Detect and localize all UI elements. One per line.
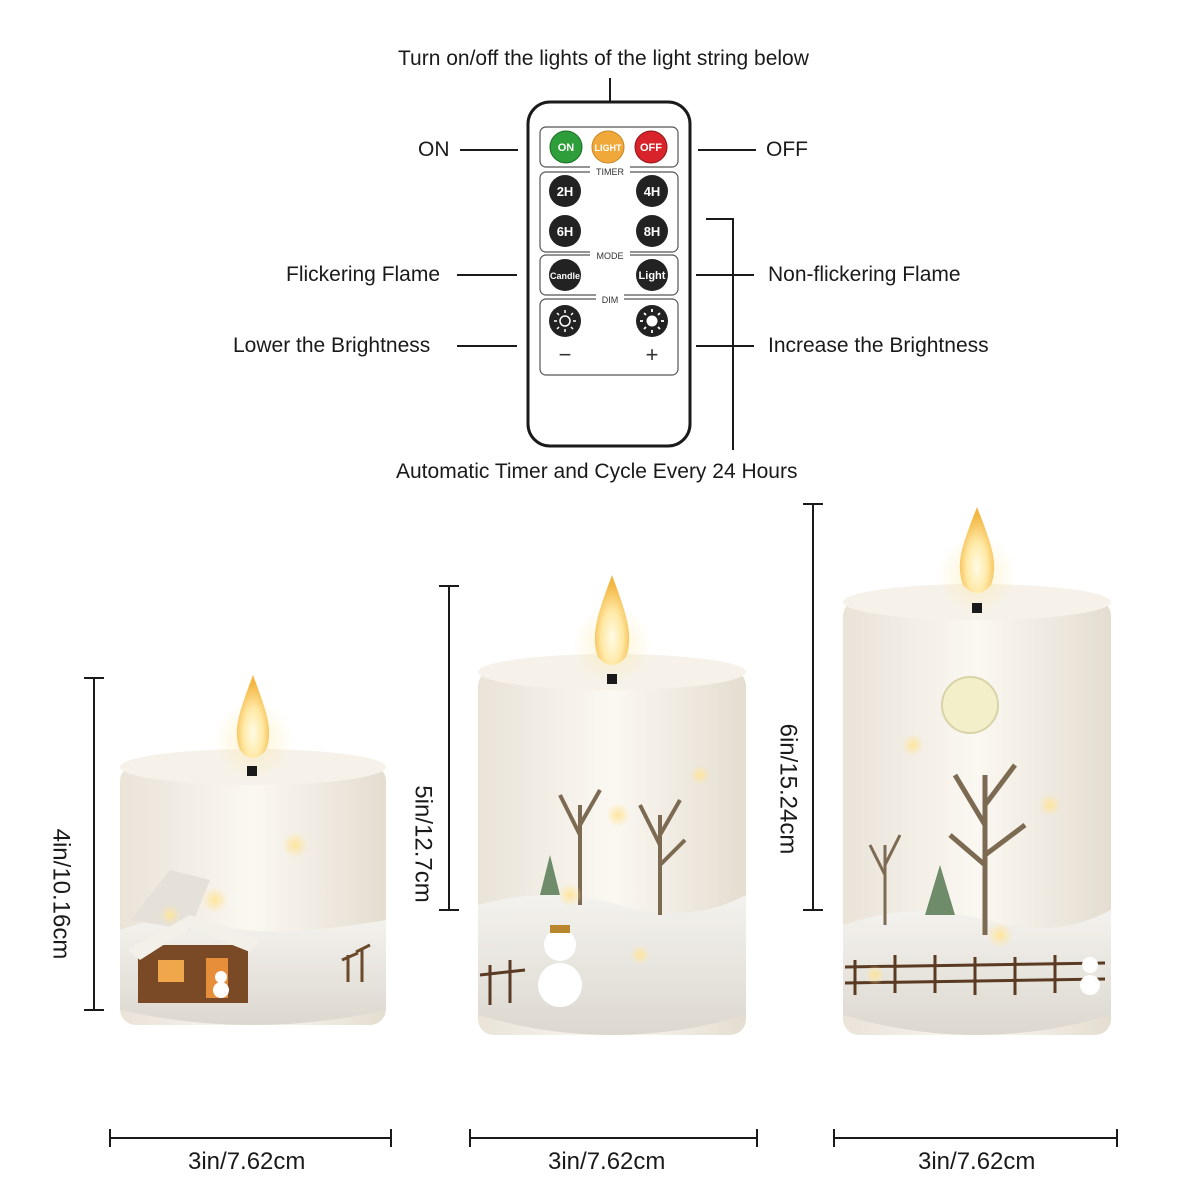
width-tick-left-medium xyxy=(469,1129,471,1147)
sun-filled-icon xyxy=(646,315,658,327)
candle-small xyxy=(120,675,386,1025)
bottom-caption: Automatic Timer and Cycle Every 24 Hours xyxy=(396,460,798,483)
dim-lower-button[interactable] xyxy=(549,305,581,337)
height-tick-bottom-medium xyxy=(439,909,459,911)
timer-6h-button[interactable]: 6H xyxy=(549,215,581,247)
svg-text:LIGHT: LIGHT xyxy=(595,143,622,153)
top-caption-connector xyxy=(609,78,611,102)
height-line-large xyxy=(812,503,814,910)
sun-outline-icon xyxy=(559,315,571,327)
svg-text:Light: Light xyxy=(639,270,666,282)
candle-large xyxy=(843,507,1111,1035)
height-tick-bottom-small xyxy=(84,1009,104,1011)
width-label-large: 3in/7.62cm xyxy=(918,1148,1036,1175)
increase-brightness-label: Increase the Brightness xyxy=(768,334,989,357)
svg-text:8H: 8H xyxy=(644,224,661,239)
plus-sign: + xyxy=(646,342,659,367)
non-flickering-connector xyxy=(696,274,754,276)
height-label-medium: 5in/12.7cm xyxy=(409,785,437,903)
width-tick-left-large xyxy=(833,1129,835,1147)
height-line-small xyxy=(93,677,95,1010)
remote-section-titles: TIMER MODE DIM xyxy=(590,166,630,305)
width-tick-right-large xyxy=(1116,1129,1118,1147)
moon xyxy=(941,676,999,734)
flickering-connector xyxy=(457,274,517,276)
width-label-small: 3in/7.62cm xyxy=(188,1148,306,1175)
on-button[interactable]: ON xyxy=(549,130,583,164)
svg-text:4H: 4H xyxy=(644,184,661,199)
on-connector xyxy=(460,149,518,151)
svg-text:Candle: Candle xyxy=(550,271,580,281)
snowman xyxy=(538,925,582,1007)
timer-section-label: TIMER xyxy=(596,167,624,177)
light-button[interactable]: LIGHT xyxy=(591,130,625,164)
minus-sign: − xyxy=(559,342,572,367)
timer-connector-h xyxy=(706,218,734,220)
width-tick-right-small xyxy=(390,1129,392,1147)
mode-section-label: MODE xyxy=(597,251,624,261)
dim-increase-button[interactable] xyxy=(636,305,668,337)
height-tick-bottom-large xyxy=(803,909,823,911)
non-flickering-label: Non-flickering Flame xyxy=(768,263,961,286)
on-label: ON xyxy=(418,138,450,161)
timer-2h-button[interactable]: 2H xyxy=(549,175,581,207)
off-label: OFF xyxy=(766,138,808,161)
height-tick-top-large xyxy=(803,503,823,505)
off-button[interactable]: OFF xyxy=(634,130,668,164)
candle-mode-button[interactable]: Candle xyxy=(549,259,581,291)
height-line-medium xyxy=(448,585,450,910)
lower-brightness-label: Lower the Brightness xyxy=(233,334,431,357)
svg-text:ON: ON xyxy=(558,142,575,154)
increase-brightness-connector xyxy=(696,345,754,347)
height-label-large: 6in/15.24cm xyxy=(774,723,802,855)
timer-8h-button[interactable]: 8H xyxy=(636,215,668,247)
off-connector xyxy=(698,149,756,151)
svg-text:6H: 6H xyxy=(557,224,574,239)
light-mode-button[interactable]: Light xyxy=(636,259,668,291)
width-label-medium: 3in/7.62cm xyxy=(548,1148,666,1175)
width-tick-right-medium xyxy=(756,1129,758,1147)
lower-brightness-connector xyxy=(457,345,517,347)
height-tick-top-medium xyxy=(439,585,459,587)
height-label-small: 4in/10.16cm xyxy=(47,828,75,960)
width-line-small xyxy=(109,1137,391,1139)
height-tick-top-small xyxy=(84,677,104,679)
svg-text:2H: 2H xyxy=(557,184,574,199)
candle-medium xyxy=(478,575,746,1035)
top-caption: Turn on/off the lights of the light stri… xyxy=(398,47,809,70)
svg-text:OFF: OFF xyxy=(640,142,662,154)
timer-connector-v xyxy=(732,218,734,450)
width-line-large xyxy=(833,1137,1117,1139)
dim-section-label: DIM xyxy=(602,295,619,305)
remote-buttons: ON LIGHT OFF 2H 4H 6H 8H Candle Light xyxy=(549,130,668,367)
flickering-label: Flickering Flame xyxy=(286,263,441,286)
width-tick-left-small xyxy=(109,1129,111,1147)
width-line-medium xyxy=(469,1137,757,1139)
timer-4h-button[interactable]: 4H xyxy=(636,175,668,207)
